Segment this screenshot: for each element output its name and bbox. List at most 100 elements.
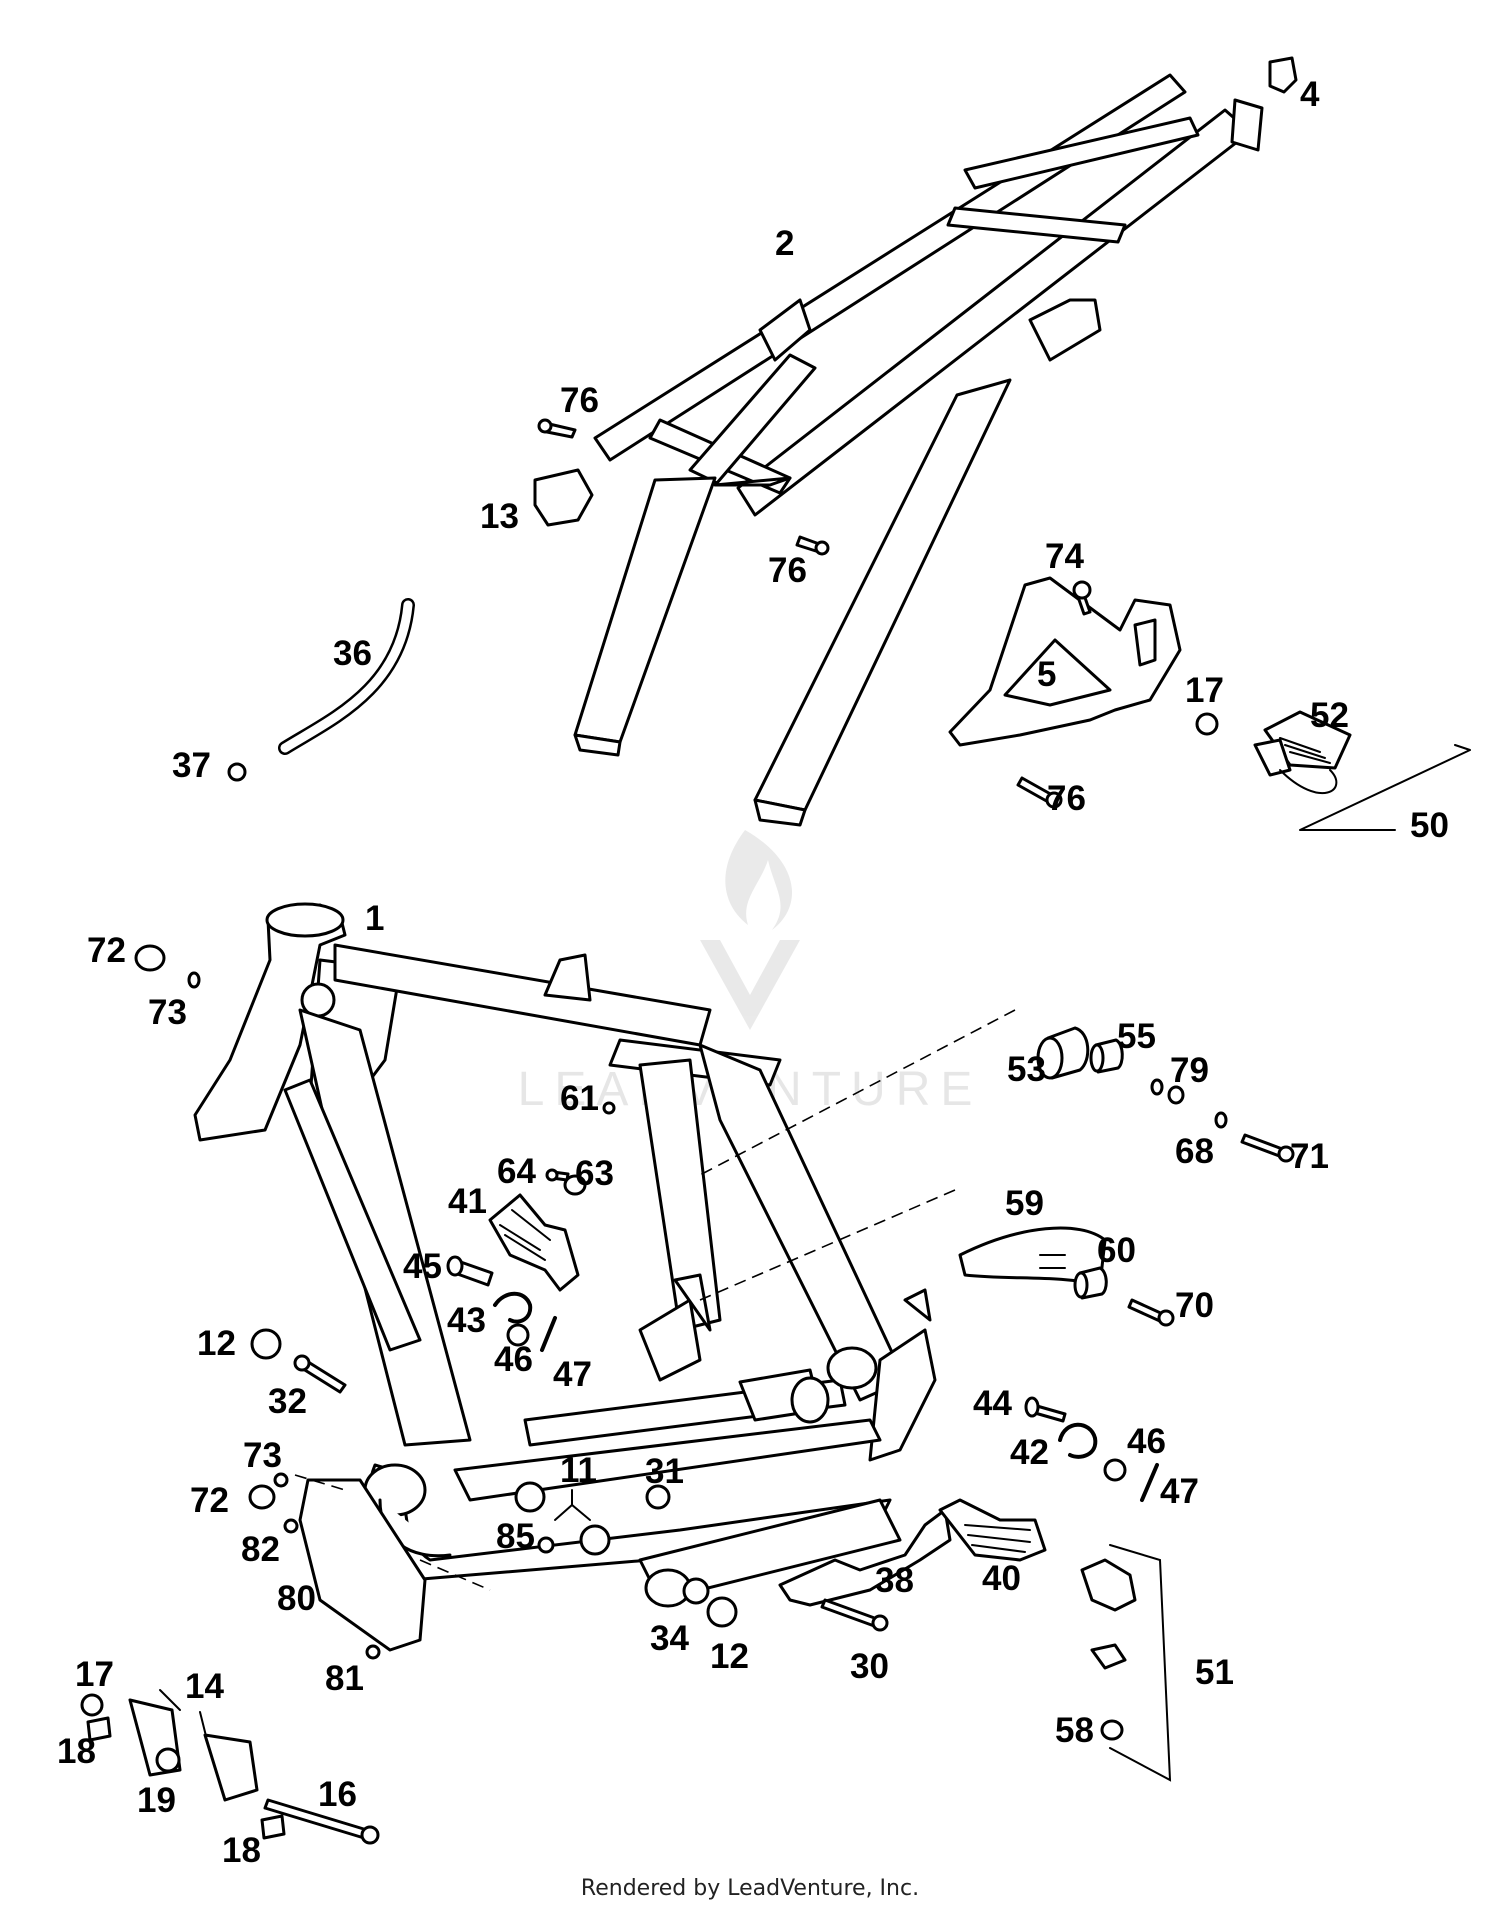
rear-subframe — [573, 73, 1264, 827]
guard-59-slots — [1039, 1254, 1066, 1269]
callout-2: 2 — [775, 224, 794, 263]
bolt-32-head — [293, 1354, 311, 1372]
callout-1: 1 — [365, 899, 384, 938]
plate-14-b — [203, 1733, 259, 1802]
callout-17: 17 — [75, 1655, 114, 1694]
rear-plug — [1268, 56, 1298, 94]
callout-45: 45 — [403, 1247, 442, 1286]
bolt-71-head — [1277, 1145, 1295, 1163]
bolt-76-c-head — [1045, 791, 1063, 809]
bolt-18-a — [86, 1716, 112, 1742]
callout-32: 32 — [268, 1382, 307, 1421]
bolt-30-head — [871, 1614, 889, 1632]
bolt-76-b-head — [814, 540, 830, 556]
callout-12: 12 — [710, 1637, 749, 1676]
washer-79-b — [1167, 1085, 1185, 1105]
callout-31: 31 — [645, 1452, 684, 1491]
screw-85 — [537, 1536, 555, 1554]
footrest-51 — [1080, 1558, 1137, 1612]
callout-34: 34 — [650, 1619, 689, 1658]
guard-80 — [298, 1478, 427, 1652]
callout-50: 50 — [1410, 806, 1449, 845]
callout-40: 40 — [982, 1559, 1021, 1598]
bolt-16-head — [360, 1825, 380, 1845]
footer-credit: Rendered by LeadVenture, Inc. — [580, 1876, 920, 1901]
leader-14 — [159, 1689, 207, 1737]
spring-43 — [493, 1291, 533, 1324]
callout-55: 55 — [1117, 1017, 1156, 1056]
callout-4: 4 — [1300, 75, 1320, 114]
leader-11 — [554, 1489, 591, 1521]
callout-73: 73 — [243, 1436, 282, 1475]
sleeve-60-end — [1073, 1271, 1089, 1299]
assembly-line-d — [294, 1474, 346, 1491]
callout-68: 68 — [1175, 1132, 1214, 1171]
washer-79-a — [1150, 1078, 1164, 1096]
callout-52: 52 — [1310, 696, 1349, 735]
callout-51: 51 — [1195, 1653, 1234, 1692]
bushing-12-a — [250, 1328, 282, 1360]
callout-37: 37 — [172, 746, 211, 785]
washer-68 — [1214, 1111, 1228, 1129]
spacer-19 — [155, 1747, 181, 1773]
footpeg-40-teeth — [964, 1524, 1031, 1553]
assembly-line-b — [699, 1189, 956, 1301]
callout-76: 76 — [560, 381, 599, 420]
callout-43: 43 — [447, 1301, 486, 1340]
callout-74: 74 — [1045, 537, 1084, 576]
screw-64-head — [545, 1168, 559, 1182]
callout-14: 14 — [185, 1667, 224, 1706]
callout-12: 12 — [197, 1324, 236, 1363]
callout-70: 70 — [1175, 1286, 1214, 1325]
pin-44-head — [1024, 1396, 1040, 1418]
bolt-74-head — [1072, 580, 1092, 600]
assembly-line-a — [699, 1009, 1016, 1176]
nut-63 — [563, 1174, 587, 1196]
sleeve-55-end — [1089, 1043, 1105, 1073]
leader-51 — [1109, 1544, 1172, 1782]
bolt-76-a-head — [537, 418, 553, 434]
callout-47: 47 — [1160, 1472, 1199, 1511]
footpeg-41 — [488, 1193, 580, 1292]
screw-82 — [283, 1518, 299, 1534]
callout-41: 41 — [448, 1182, 487, 1221]
callout-46: 46 — [494, 1340, 533, 1379]
bushing-53-end — [1036, 1036, 1064, 1080]
callout-42: 42 — [1010, 1433, 1049, 1472]
callout-36: 36 — [333, 634, 372, 673]
callout-47: 47 — [553, 1355, 592, 1394]
footpeg-41-teeth — [499, 1209, 551, 1261]
nut-58 — [1100, 1719, 1124, 1741]
washer-46-b — [1103, 1458, 1127, 1482]
bolt-30 — [820, 1598, 882, 1629]
screw-81 — [365, 1644, 381, 1660]
callout-53: 53 — [1007, 1050, 1046, 1089]
callout-44: 44 — [973, 1384, 1012, 1423]
footrest-bracket-50 — [1253, 738, 1292, 777]
mount-38 — [778, 1508, 952, 1607]
callout-71: 71 — [1290, 1137, 1329, 1176]
main-frame — [193, 902, 937, 1608]
nut-31 — [645, 1484, 671, 1510]
footrest-52-ribs — [1279, 737, 1331, 764]
callout-18: 18 — [222, 1831, 261, 1870]
callout-46: 46 — [1127, 1422, 1166, 1461]
callout-72: 72 — [190, 1481, 229, 1520]
callout-80: 80 — [277, 1579, 316, 1618]
callout-76: 76 — [768, 551, 807, 590]
bushing-12-b — [706, 1596, 738, 1628]
callout-11: 11 — [560, 1451, 597, 1490]
callout-19: 19 — [137, 1781, 176, 1820]
pin-45-head — [446, 1255, 464, 1277]
footrest-spring — [1279, 769, 1338, 794]
callout-16: 16 — [318, 1775, 357, 1814]
nut-34 — [682, 1577, 710, 1605]
bolt-70-head — [1157, 1309, 1175, 1327]
bolt-18-b — [260, 1814, 286, 1840]
callout-58: 58 — [1055, 1711, 1094, 1750]
washer-73-b — [273, 1472, 289, 1488]
bushing-11-b — [579, 1524, 611, 1556]
bushing-11-a — [514, 1481, 546, 1513]
callout-64: 64 — [497, 1152, 536, 1191]
